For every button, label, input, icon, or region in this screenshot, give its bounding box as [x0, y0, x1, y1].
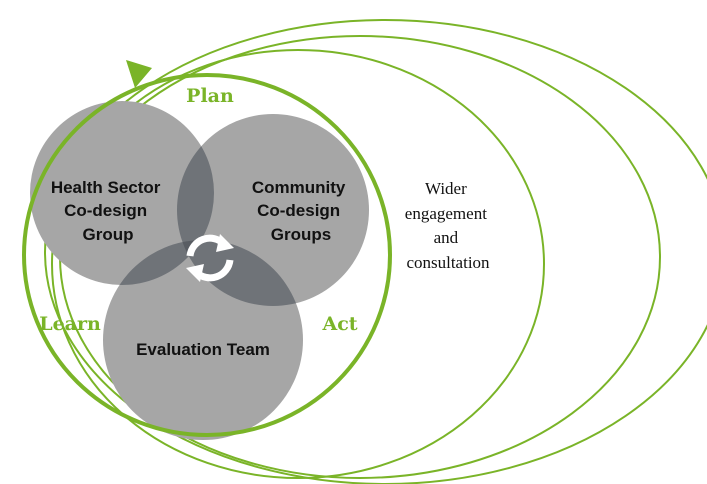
refresh-cycle-icon — [186, 234, 234, 282]
pdsa-cycle-ring — [22, 60, 392, 437]
health-sector-circle — [30, 101, 214, 285]
inner-cycle-ring — [22, 73, 392, 437]
outer-ring-4 — [44, 19, 707, 484]
wider-engagement-label: Wider engagement and consultation — [405, 179, 491, 272]
community-label: Community Co-design Groups — [252, 178, 350, 244]
arrowhead-icon — [126, 60, 152, 88]
outer-ring-2 — [51, 49, 545, 479]
overlap-community-evaluation — [177, 240, 303, 306]
plan-label: Plan — [186, 85, 234, 107]
act-label: Act — [321, 313, 357, 335]
evaluation-label: Evaluation Team — [136, 340, 270, 359]
learn-label: Learn — [39, 313, 101, 335]
health-sector-label: Health Sector Co-design Group — [51, 178, 165, 244]
venn-circles — [30, 101, 369, 440]
